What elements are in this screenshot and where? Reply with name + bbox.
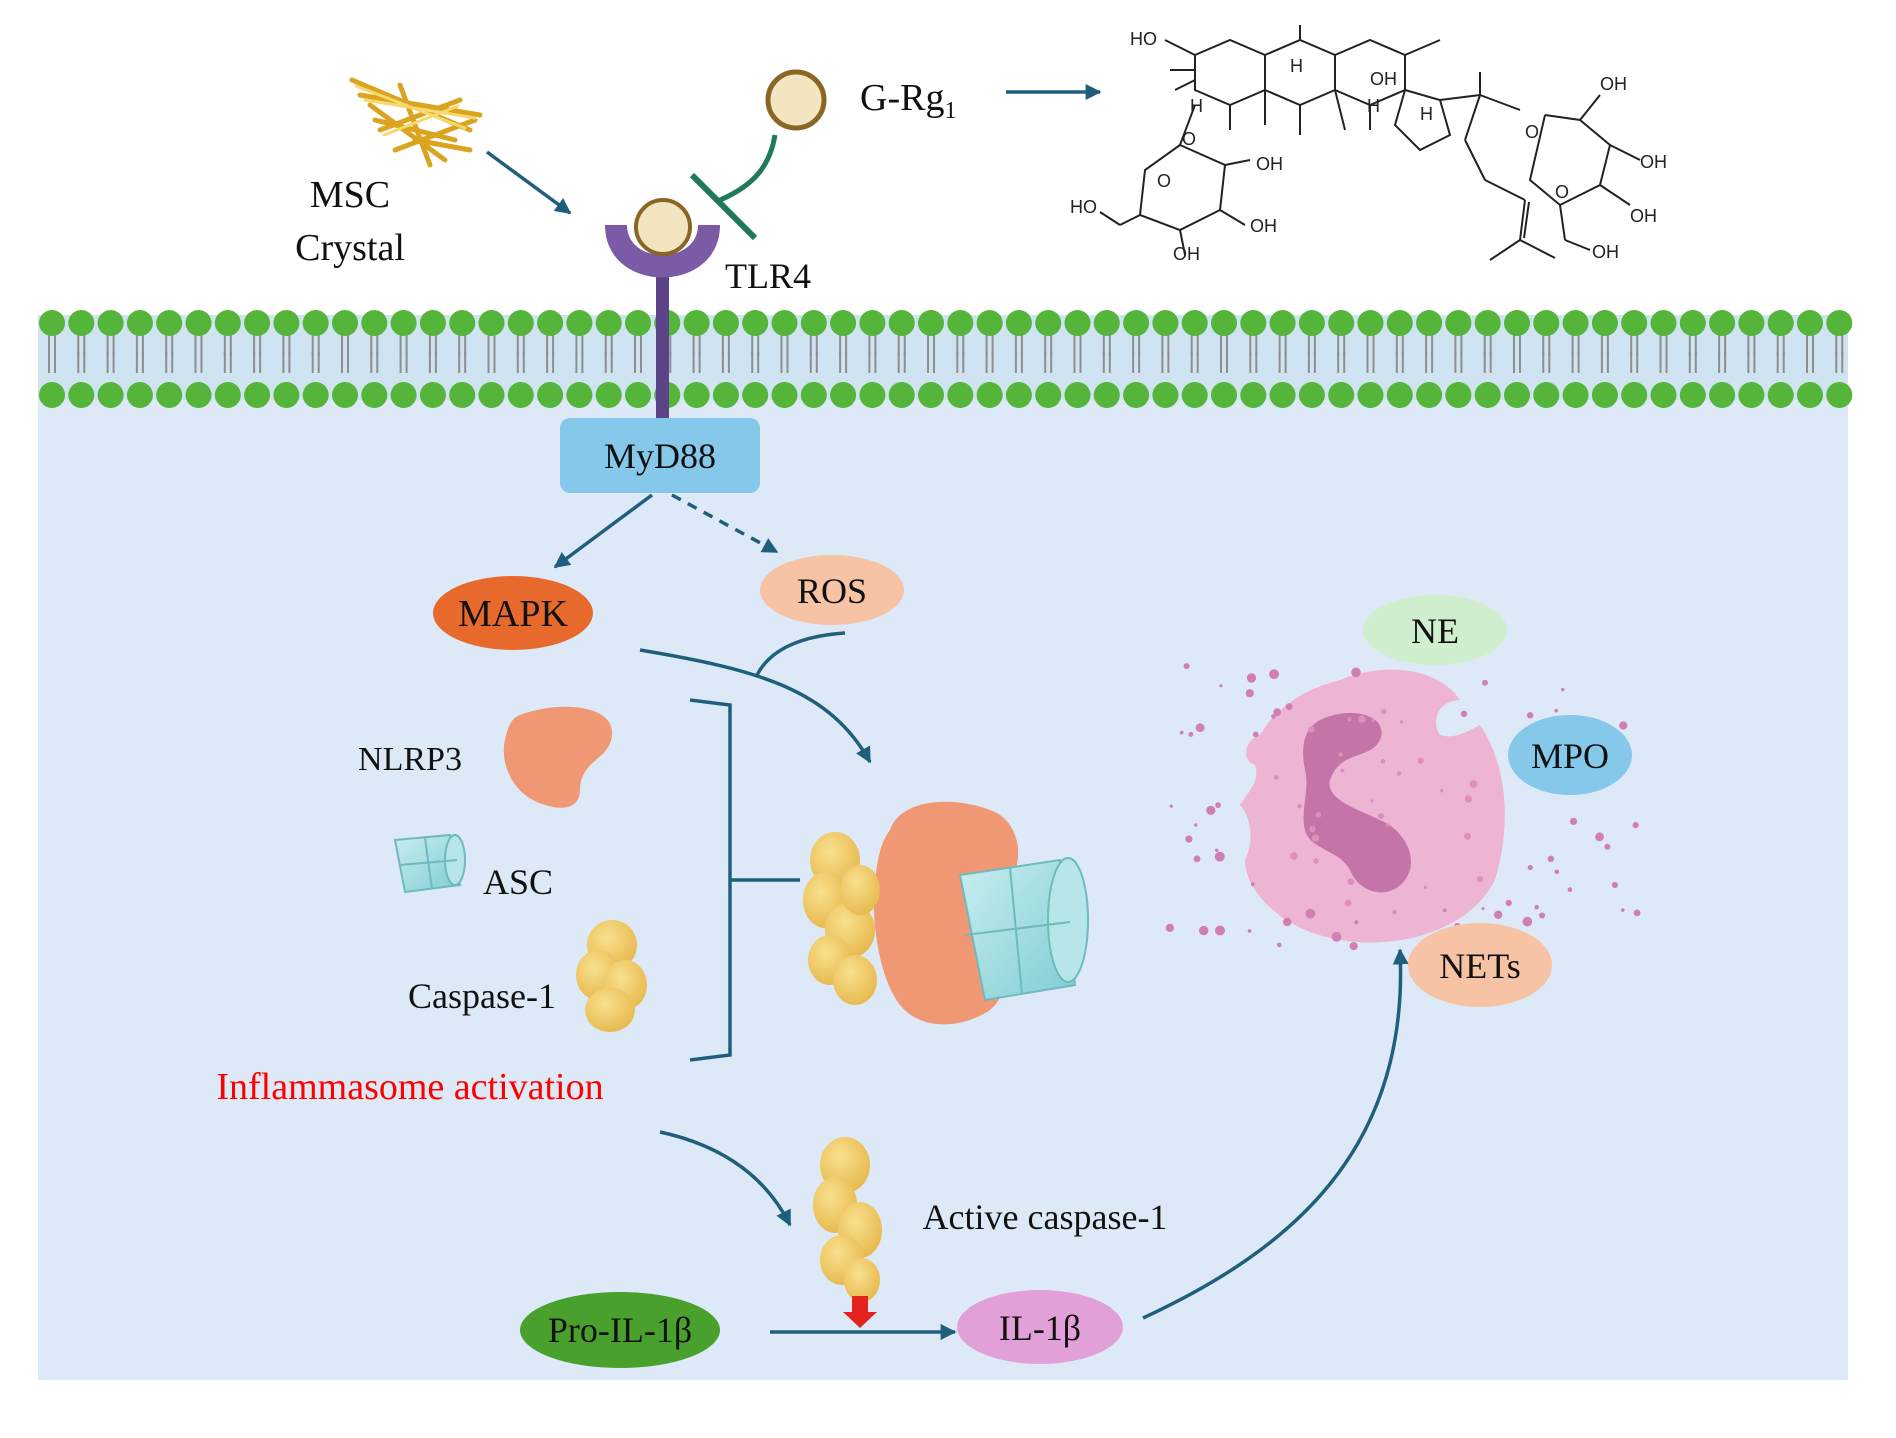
grouping-bracket bbox=[689, 698, 800, 1062]
arrow-mapk-ros-to-inflammasome bbox=[639, 648, 872, 764]
label-ros: ROS bbox=[797, 571, 867, 611]
label-myd88: MyD88 bbox=[604, 436, 716, 476]
svg-text:OH: OH bbox=[1173, 244, 1200, 264]
label-il1b: IL-1β bbox=[999, 1308, 1081, 1348]
svg-text:OH: OH bbox=[1600, 74, 1627, 94]
neutrophil-granule-dots bbox=[1165, 653, 1641, 951]
nets-node bbox=[1408, 923, 1552, 1007]
ros-node bbox=[760, 555, 904, 625]
svg-text:H: H bbox=[1190, 96, 1203, 116]
svg-text:OH: OH bbox=[1370, 69, 1397, 89]
pro-il1b-node bbox=[520, 1292, 720, 1368]
caspase1-protein-icon bbox=[576, 920, 647, 1032]
cleavage-arrow-icon bbox=[843, 1296, 877, 1328]
label-tlr4: TLR4 bbox=[725, 256, 811, 296]
svg-text:OH: OH bbox=[1250, 216, 1277, 236]
label-pro-il1b: Pro-IL-1β bbox=[548, 1310, 692, 1350]
svg-text:O: O bbox=[1157, 171, 1171, 191]
grg1-ligand-icon bbox=[765, 69, 827, 131]
svg-text:OH: OH bbox=[1592, 242, 1619, 262]
myd88-box bbox=[560, 418, 760, 493]
inhibition-line bbox=[719, 134, 778, 203]
label-crystal: Crystal bbox=[295, 227, 405, 269]
svg-text:H: H bbox=[1290, 56, 1303, 76]
mpo-node bbox=[1508, 715, 1632, 795]
mapk-node bbox=[433, 576, 593, 650]
svg-text:O: O bbox=[1525, 122, 1539, 142]
arrow-myd88-to-mapk bbox=[553, 493, 654, 569]
arrow-il1b-to-neutrophil bbox=[1142, 948, 1409, 1320]
assembled-inflammasome-icon bbox=[803, 801, 1089, 1025]
nlrp3-protein-icon bbox=[503, 706, 613, 808]
active-caspase1-icon bbox=[813, 1137, 882, 1302]
tlr4-receptor-icon bbox=[605, 198, 720, 420]
label-grg1: G-Rg1 bbox=[860, 77, 956, 124]
msc-crystal-highlight bbox=[354, 84, 477, 137]
ros-merge-curve bbox=[755, 631, 846, 676]
arrow-myd88-to-ros bbox=[671, 493, 779, 554]
svg-text:OH: OH bbox=[1640, 152, 1667, 172]
svg-text:HO: HO bbox=[1070, 197, 1097, 217]
svg-text:H: H bbox=[1367, 96, 1380, 116]
label-ne: NE bbox=[1411, 611, 1459, 651]
inhibition-bar bbox=[689, 172, 758, 241]
label-asc: ASC bbox=[483, 862, 553, 902]
label-nets: NETs bbox=[1439, 946, 1520, 986]
label-active-caspase1: Active caspase-1 bbox=[923, 1197, 1168, 1237]
label-nlrp3: NLRP3 bbox=[358, 741, 462, 778]
svg-text:OH: OH bbox=[1630, 206, 1657, 226]
label-caspase1: Caspase-1 bbox=[408, 976, 556, 1016]
svg-text:HO: HO bbox=[1130, 29, 1157, 49]
label-mapk: MAPK bbox=[458, 593, 568, 635]
arrow-activation-to-caspase bbox=[659, 1130, 792, 1227]
grg1-chemical-structure bbox=[1099, 25, 1641, 261]
svg-text:H: H bbox=[1420, 104, 1433, 124]
ne-node bbox=[1363, 595, 1507, 665]
svg-text:O: O bbox=[1182, 129, 1196, 149]
arrow-crystal-to-tlr4 bbox=[485, 150, 572, 215]
svg-text:OH: OH bbox=[1256, 154, 1283, 174]
il1b-node bbox=[957, 1290, 1123, 1364]
lipid-bilayer bbox=[39, 310, 1853, 408]
label-mpo: MPO bbox=[1531, 736, 1609, 776]
svg-text:O: O bbox=[1555, 182, 1569, 202]
label-msc: MSC bbox=[310, 174, 390, 216]
label-inflammasome-activation: Inflammasome activation bbox=[216, 1066, 603, 1108]
asc-protein-icon bbox=[393, 833, 466, 894]
grg1-chemical-labels: HO H H H H OH O O O O OH OH OH HO OH OH … bbox=[1070, 29, 1667, 264]
neutrophil-icon bbox=[1240, 669, 1505, 943]
